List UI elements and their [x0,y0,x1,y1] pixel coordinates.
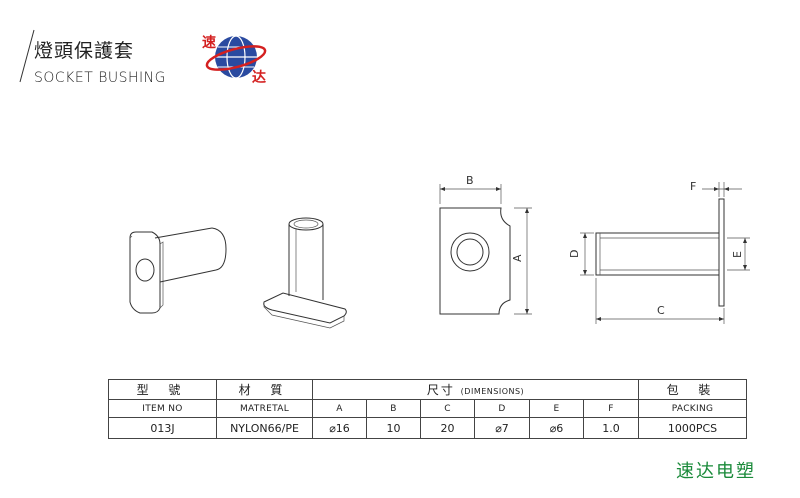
header-dimensions: 尺寸 (DIMENSIONS) [312,379,639,400]
page-title-cn: 燈頭保護套 [34,40,135,62]
dim-header-e: E [529,399,584,418]
header-dims-cn: 尺寸 [426,383,455,397]
header-dims-en: (DIMENSIONS) [460,387,525,396]
cell-material: NYLON66/PE [216,417,313,439]
dim-header-d: D [474,399,530,418]
cell-item: 013J [108,417,217,439]
dim-label-e: E [731,251,744,258]
header-item-cn: 型 號 [108,379,217,400]
cell-dim-c: 20 [420,417,475,439]
header-slash [19,29,35,83]
iso-view-standing [263,217,347,329]
table-row: 013J NYLON66/PE ⌀16 10 20 ⌀7 ⌀6 1.0 1000… [108,417,747,439]
cell-dim-b: 10 [366,417,421,439]
dim-header-a: A [312,399,367,418]
logo-text-top: 速 [202,34,216,51]
cell-dim-d: ⌀7 [474,417,530,439]
spec-table: 型 號 材 質 尺寸 (DIMENSIONS) 包 裝 ITEM NO MATR… [108,379,747,439]
brand-footer: 速达电塑 [676,461,756,482]
header-item-en: ITEM NO [108,399,217,418]
cell-dim-f: 1.0 [583,417,639,439]
dim-header-b: B [366,399,421,418]
front-view: B A [439,174,532,315]
page-title-en: SOCKET BUSHING [34,70,166,86]
side-view: D E F C [568,180,750,324]
header-material-cn: 材 質 [216,379,313,400]
dim-header-f: F [583,399,639,418]
cell-dim-a: ⌀16 [312,417,367,439]
cell-packing: 1000PCS [638,417,747,439]
header-packing-en: PACKING [638,399,747,418]
dim-label-a: A [511,254,524,262]
iso-view-lying [129,227,227,314]
dim-label-b: B [466,174,474,187]
dim-label-d: D [568,250,581,258]
header-material-en: MATRETAL [216,399,313,418]
dim-header-c: C [420,399,475,418]
logo-text-bottom: 达 [252,69,266,86]
dim-label-f: F [690,180,696,193]
dim-label-c: C [657,304,665,317]
header-packing-cn: 包 裝 [638,379,747,400]
brand-logo: 速 达 [202,34,267,86]
cell-dim-e: ⌀6 [529,417,584,439]
